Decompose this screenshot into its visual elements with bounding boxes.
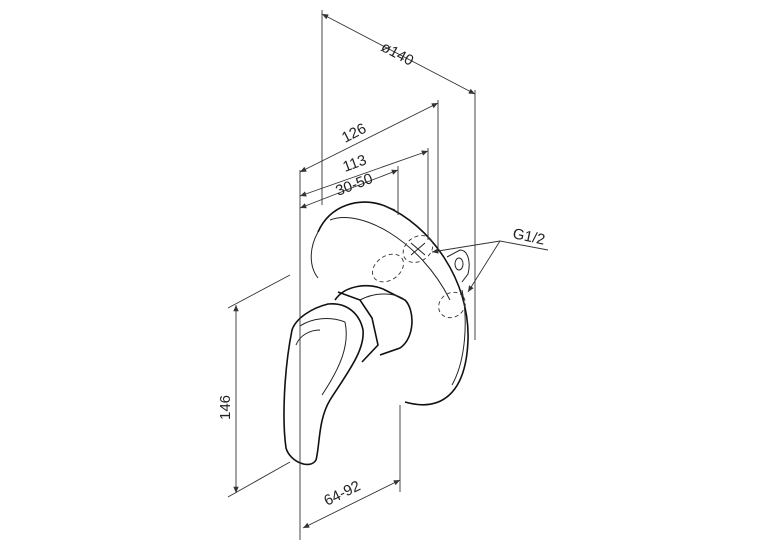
dimension-30-50 <box>299 166 399 215</box>
hidden-ports <box>372 235 466 319</box>
screw-hole-icon <box>454 257 464 271</box>
dimension-146 <box>227 274 291 498</box>
label-height: 146 <box>217 395 234 420</box>
lever-handle <box>283 303 364 466</box>
label-diameter: ø140 <box>378 39 416 70</box>
label-width-outer: 126 <box>339 120 369 147</box>
label-range-top: 30-50 <box>333 170 375 200</box>
mounting-lug <box>446 249 470 283</box>
dimension-64-92 <box>302 405 401 529</box>
cartridge-body <box>334 284 413 363</box>
dimension-126 <box>299 100 439 540</box>
label-thread: G1/2 <box>511 225 546 248</box>
leader-thread <box>431 240 549 293</box>
label-range-bottom: 64-92 <box>321 477 363 509</box>
